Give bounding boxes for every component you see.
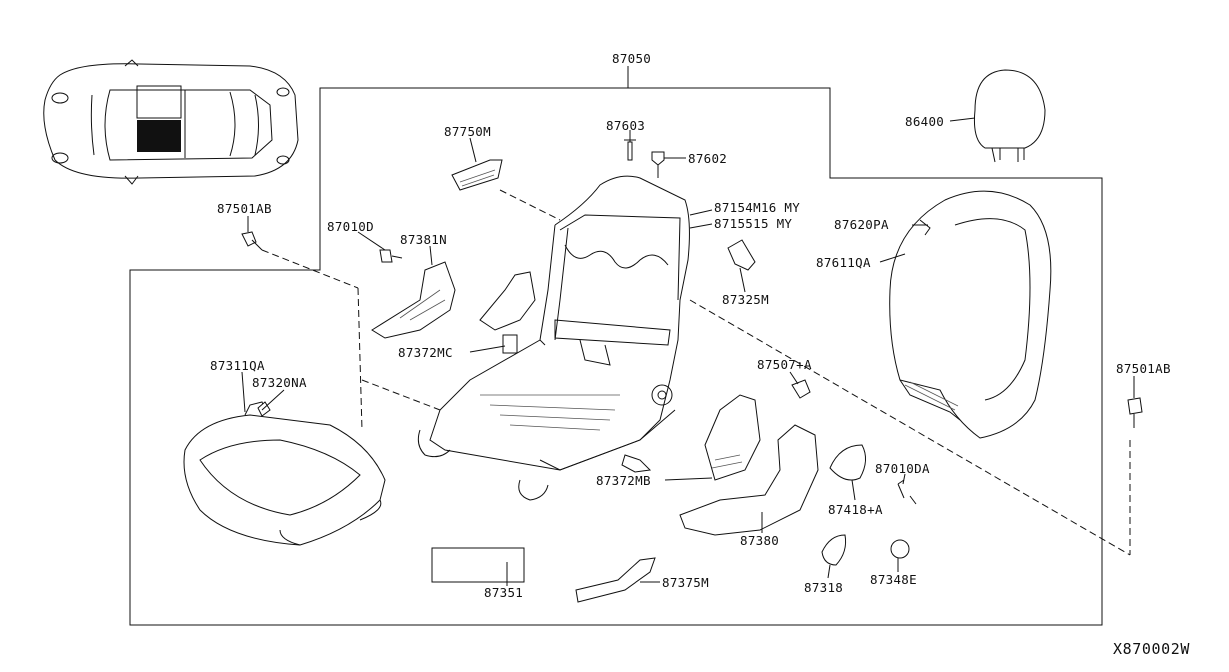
- callout-87010D: 87010D: [327, 219, 374, 234]
- callout-87318: 87318: [804, 580, 843, 595]
- callout-87603: 87603: [606, 118, 645, 133]
- callout-87620PA: 87620PA: [834, 217, 889, 232]
- vehicle-locator-icon: [43, 59, 299, 185]
- callout-87325M: 87325M: [722, 292, 769, 307]
- headrest: [949, 69, 1046, 163]
- small-parts: [241, 139, 1143, 603]
- callout-87381N: 87381N: [400, 232, 447, 247]
- callout-87507A: 87507+A: [757, 357, 812, 372]
- callout-87320NA: 87320NA: [252, 375, 307, 390]
- callout-87351: 87351: [484, 585, 523, 600]
- assembly-boundary: [129, 87, 1103, 626]
- seat-frame: [417, 175, 690, 501]
- callout-87348E: 87348E: [870, 572, 917, 587]
- callout-87611QA: 87611QA: [816, 255, 871, 270]
- seat-back-cushion: [889, 190, 1052, 439]
- callout-87380: 87380: [740, 533, 779, 548]
- callout-87155: 8715515 MY: [714, 216, 792, 231]
- callout-87050: 87050: [612, 51, 651, 66]
- callout-87501AB-left: 87501AB: [217, 201, 272, 216]
- drawing-number: X870002W: [1113, 640, 1190, 658]
- callout-87010DA: 87010DA: [875, 461, 930, 476]
- callout-87501AB-right: 87501AB: [1116, 361, 1171, 376]
- seat-cushion: [183, 401, 386, 546]
- callout-87372MC: 87372MC: [398, 345, 453, 360]
- callout-87375M: 87375M: [662, 575, 709, 590]
- callout-86400: 86400: [905, 114, 944, 129]
- leader-lines: [241, 130, 1135, 586]
- assembly-lines: [261, 189, 1131, 556]
- callout-87311QA: 87311QA: [210, 358, 265, 373]
- callout-87750M: 87750M: [444, 124, 491, 139]
- callout-87154M: 87154M16 MY: [714, 200, 800, 215]
- callout-87418A: 87418+A: [828, 502, 883, 517]
- callout-87602: 87602: [688, 151, 727, 166]
- callout-87372MB: 87372MB: [596, 473, 651, 488]
- callout-labels: 87050 86400 87750M 87603 87602 87154M16 …: [210, 51, 1171, 600]
